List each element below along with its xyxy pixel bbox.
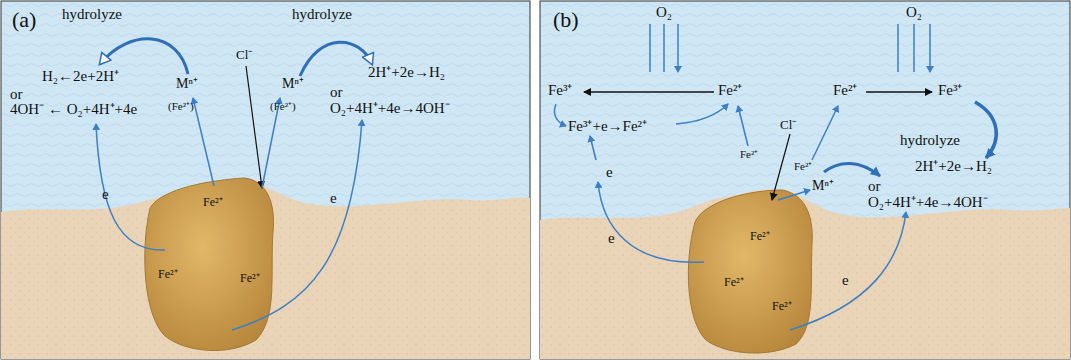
text-label: Fe³⁺+e→Fe²⁺: [568, 118, 647, 135]
text-label: hydrolyze: [62, 6, 122, 23]
text-label: 2H⁺+2e→H₂: [915, 158, 992, 175]
text-label: H₂←2e+2H⁺: [42, 68, 119, 85]
text-label: Fe²⁺: [833, 82, 858, 99]
text-label: Fe²⁺: [203, 196, 223, 209]
text-label: e: [606, 164, 613, 181]
text-label: 2H⁺+2e→H₂: [368, 64, 445, 81]
text-label: (b): [553, 8, 579, 32]
text-label: hydrolyze: [292, 6, 352, 23]
text-label: O₂: [906, 4, 922, 21]
text-label: (Fe²⁺): [270, 100, 296, 112]
text-label: Fe²⁺: [240, 272, 260, 285]
text-label: O₂+4H⁺+4e→4OH⁻: [868, 194, 988, 211]
text-label: Mⁿ⁺: [176, 76, 198, 91]
text-label: Fe²⁺: [724, 276, 744, 289]
text-label: Fe²⁺: [718, 82, 743, 99]
text-label: e: [842, 272, 849, 289]
text-label: or: [330, 84, 343, 101]
text-label: (Fe²⁺): [168, 100, 194, 112]
text-label: hydrolyze: [900, 132, 960, 149]
text-label: Fe³⁺: [938, 82, 963, 99]
text-label: e: [608, 230, 615, 247]
text-label: Cl⁻: [236, 48, 252, 62]
text-label: Fe²⁺: [750, 230, 770, 243]
text-label: or: [10, 86, 23, 103]
text-label: (a): [12, 8, 36, 32]
text-label: Mⁿ⁺: [812, 178, 834, 193]
text-label: Fe²⁺: [740, 148, 758, 160]
text-label: Fe²⁺: [772, 300, 792, 313]
text-label: Mⁿ⁺: [282, 76, 304, 91]
text-label: Cl⁻: [780, 118, 796, 132]
text-label: e: [330, 190, 337, 207]
text-label: Fe²⁺: [794, 160, 812, 172]
text-label: Fe²⁺: [158, 268, 178, 281]
text-label: 4OH⁻ ← O₂+4H⁺+4e: [10, 101, 137, 118]
text-label: e: [102, 186, 109, 203]
text-label: or: [868, 178, 881, 195]
text-label: Fe³⁺: [548, 82, 573, 99]
text-label: O₂+4H⁺+4e→4OH⁻: [330, 100, 450, 117]
text-label: O₂: [656, 4, 672, 21]
